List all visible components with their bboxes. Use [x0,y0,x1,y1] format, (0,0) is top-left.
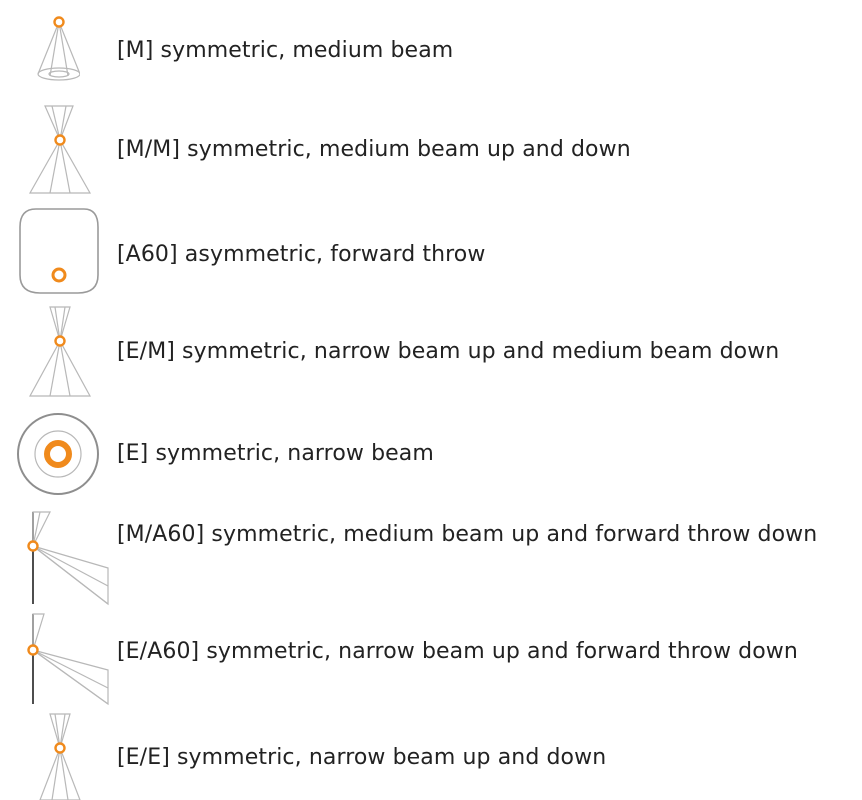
medium-up-forward-down-icon [27,511,109,606]
medium-beam-up-down-icon [28,105,92,194]
legend-item-e-m: [E/M] symmetric, narrow beam up and medi… [0,305,862,400]
medium-beam-down-icon [37,16,80,81]
legend-label: [M/M] symmetric, medium beam up and down [117,137,631,162]
legend-label: [E] symmetric, narrow beam [117,441,434,466]
legend-label: [M] symmetric, medium beam [117,38,454,63]
legend-item-e: [E] symmetric, narrow beam [0,412,862,502]
narrow-beam-icon [17,413,99,495]
legend-label: [A60] asymmetric, forward throw [117,242,486,267]
legend-label: [E/E] symmetric, narrow beam up and down [117,745,607,770]
legend-label: [E/M] symmetric, narrow beam up and medi… [117,339,780,364]
legend-item-e-a60: [E/A60] symmetric, narrow beam up and fo… [0,612,862,707]
legend-item-e-e: [E/E] symmetric, narrow beam up and down [0,710,862,800]
legend-item-m-a60: [M/A60] symmetric, medium beam up and fo… [0,508,862,608]
legend-label: [M/A60] symmetric, medium beam up and fo… [117,522,818,547]
legend-item-a60: [A60] asymmetric, forward throw [0,205,862,300]
legend-label: [E/A60] symmetric, narrow beam up and fo… [117,639,798,664]
forward-throw-icon [19,208,99,294]
narrow-beam-up-down-icon [39,713,81,800]
narrow-up-medium-down-icon [28,306,92,397]
legend-item-m-m: [M/M] symmetric, medium beam up and down [0,100,862,200]
legend-item-m: [M] symmetric, medium beam [0,14,862,84]
narrow-up-forward-down-icon [27,613,109,706]
